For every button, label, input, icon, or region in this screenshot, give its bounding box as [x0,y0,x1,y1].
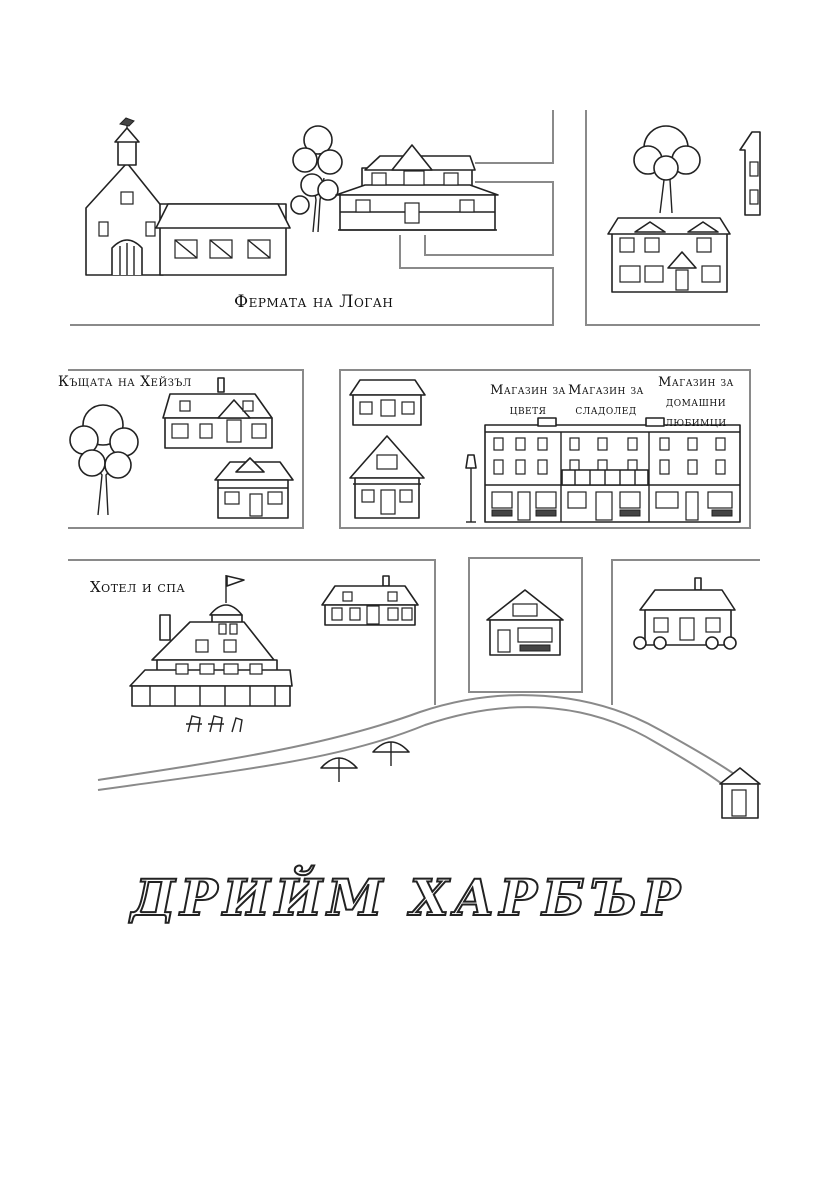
ice-cream-shop-label-line2: сладолед [575,403,637,418]
flower-shop-label-line1: Магазин за [490,383,566,398]
road-lines [68,110,760,791]
pet-shop-label-line2: домашни [665,395,727,410]
ice-cream-shop-label-line1: Магазин за [568,383,644,398]
farmhouse-icon [335,144,499,231]
cottage-icon [349,435,425,519]
cottage-icon [486,589,564,656]
cottage-icon [162,377,273,449]
townhouse-icon [739,131,761,216]
flag-icon [225,575,245,603]
beach-hut-icon [719,767,761,819]
cottage-icon [214,457,294,519]
barn-icon [85,127,291,276]
pet-shop-label-line3: любимци [665,415,727,430]
cottage-icon [349,379,426,426]
map-title: ДРИЙМ ХАРБЪР [130,867,686,928]
tree-icon [69,404,139,516]
hotel-icon [129,604,293,707]
cottage-icon [633,577,737,650]
ice-cream-shop-label: Магазин за сладолед [564,381,648,421]
townhouse-icon [607,217,731,293]
pet-shop-label-line1: Магазин за [658,375,734,390]
storefront-row-icon [484,417,741,523]
tree-icon [290,125,343,233]
farm-label: Фермата на Логан [234,292,394,312]
weathervane-icon [119,117,135,128]
hotel-label: Хотел и спа [90,578,186,596]
beach-umbrella-icon [320,741,410,782]
hazel-house-label: Къщата на Хейзъл [58,374,192,390]
flower-shop-label-line2: цветя [509,403,547,418]
cottage-icon [321,575,419,626]
tree-icon [633,125,701,214]
beach-chair-icon [186,715,243,733]
flower-shop-label: Магазин за цветя [482,381,574,421]
pet-shop-label: Магазин за домашни любимци [650,373,742,433]
street-lamp-icon [465,454,477,523]
